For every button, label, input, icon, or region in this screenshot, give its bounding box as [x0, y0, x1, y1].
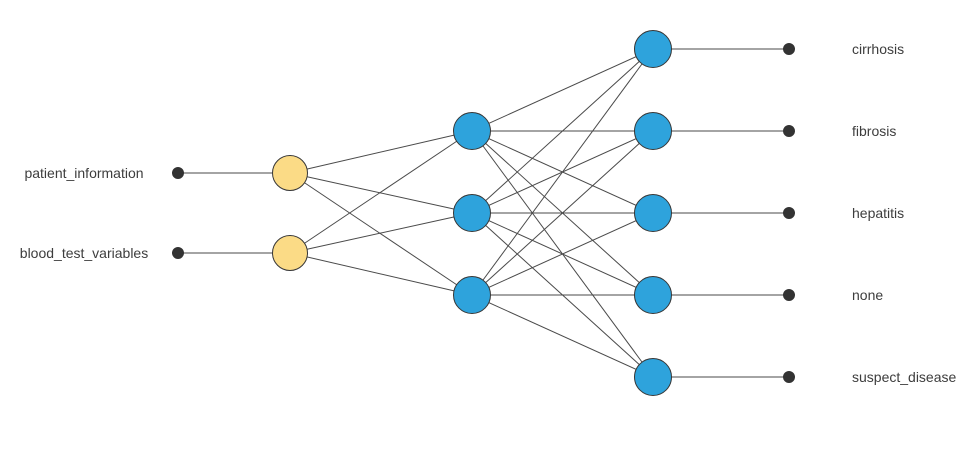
output-label: hepatitis [852, 205, 905, 221]
output-label: cirrhosis [852, 41, 905, 57]
edge [471, 130, 654, 296]
output-terminal-dot [783, 43, 795, 55]
edge [289, 252, 473, 296]
output-node [634, 358, 672, 396]
input-label: blood_test_variables [19, 245, 149, 261]
output-node [634, 194, 672, 232]
edge [289, 130, 473, 174]
input-node [272, 155, 308, 191]
output-terminal-dot [783, 207, 795, 219]
edge [289, 172, 473, 214]
hidden-node [453, 276, 491, 314]
edge [289, 212, 473, 254]
output-terminal-dot [783, 371, 795, 383]
output-terminal-dot [783, 125, 795, 137]
output-terminal-dot [783, 289, 795, 301]
edge [289, 130, 473, 254]
output-node [634, 30, 672, 68]
edge [289, 172, 473, 296]
hidden-node [453, 112, 491, 150]
output-label: none [852, 287, 884, 303]
output-node [634, 112, 672, 150]
input-terminal-dot [172, 167, 184, 179]
edge [471, 212, 654, 296]
output-label: suspect_disease [852, 369, 957, 385]
input-node [272, 235, 308, 271]
input-label: patient_information [24, 165, 144, 181]
hidden-node [453, 194, 491, 232]
edge [471, 48, 654, 132]
input-terminal-dot [172, 247, 184, 259]
edge [471, 48, 654, 214]
output-label: fibrosis [852, 123, 897, 139]
edge [471, 294, 654, 378]
edge [471, 48, 654, 296]
output-node [634, 276, 672, 314]
